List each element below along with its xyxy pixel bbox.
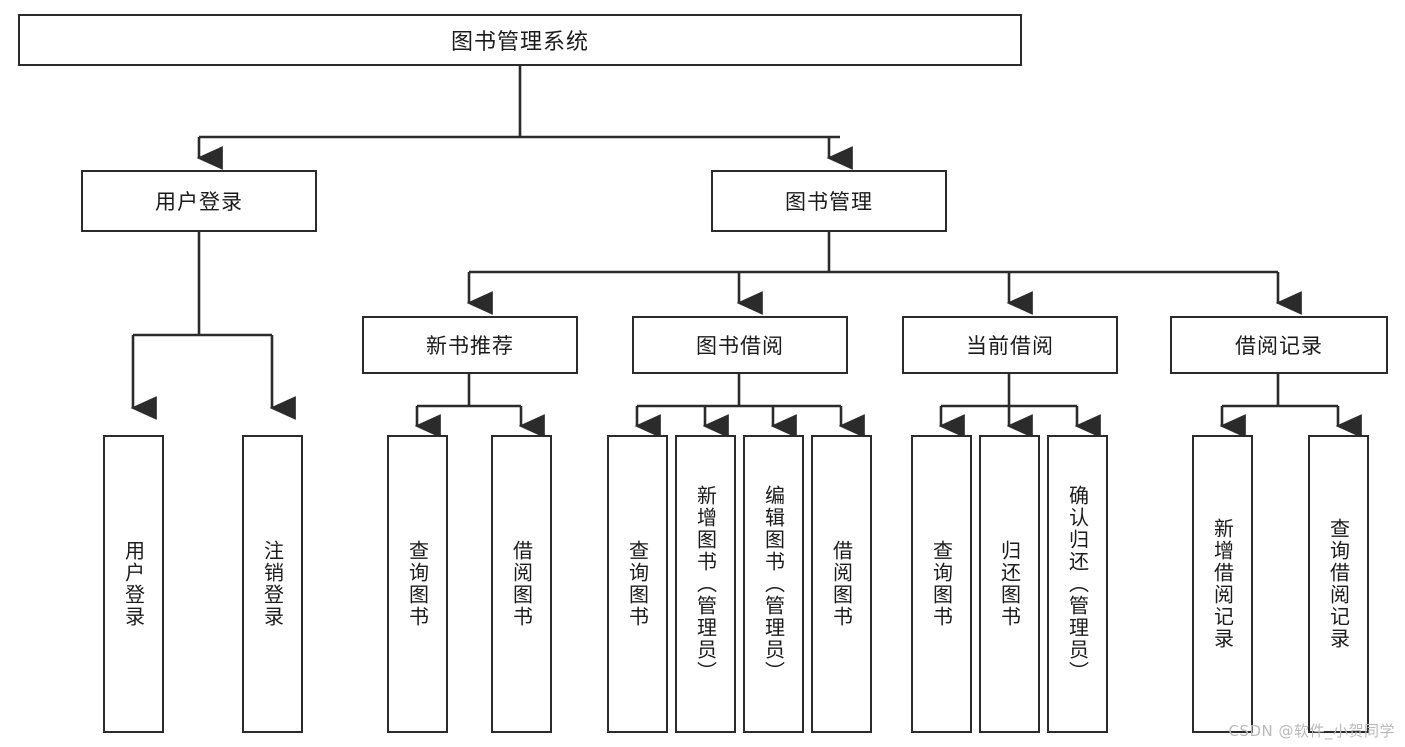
- leaf-add-book-admin[interactable]: 新增图书（管理员）: [675, 435, 736, 733]
- leaf-borrow-books[interactable]: 借阅图书: [811, 435, 872, 733]
- leaf-return-books[interactable]: 归还图书: [979, 435, 1040, 733]
- leaf-edit-book-admin[interactable]: 编辑图书（管理员）: [743, 435, 804, 733]
- node-root-system[interactable]: 图书管理系统: [18, 14, 1022, 66]
- node-current-borrowing[interactable]: 当前借阅: [902, 316, 1118, 374]
- leaf-confirm-return-admin[interactable]: 确认归还（管理员）: [1047, 435, 1108, 733]
- leaf-add-borrow-record[interactable]: 新增借阅记录: [1192, 435, 1253, 733]
- csdn-watermark: CSDN @软件_小贺同学: [1228, 722, 1395, 740]
- leaf-query-books-borrow[interactable]: 查询图书: [607, 435, 668, 733]
- leaf-query-borrow-record[interactable]: 查询借阅记录: [1308, 435, 1369, 733]
- leaf-query-books-current[interactable]: 查询图书: [911, 435, 972, 733]
- node-new-book-recommend[interactable]: 新书推荐: [362, 316, 578, 374]
- leaf-query-books-recommend[interactable]: 查询图书: [387, 435, 448, 733]
- node-book-management[interactable]: 图书管理: [711, 170, 947, 232]
- node-book-borrowing[interactable]: 图书借阅: [632, 316, 848, 374]
- leaf-user-login[interactable]: 用户登录: [103, 435, 164, 733]
- leaf-borrow-books-recommend[interactable]: 借阅图书: [491, 435, 552, 733]
- node-user-login[interactable]: 用户登录: [81, 170, 317, 232]
- leaf-logout[interactable]: 注销登录: [242, 435, 303, 733]
- node-borrowing-record[interactable]: 借阅记录: [1170, 316, 1388, 374]
